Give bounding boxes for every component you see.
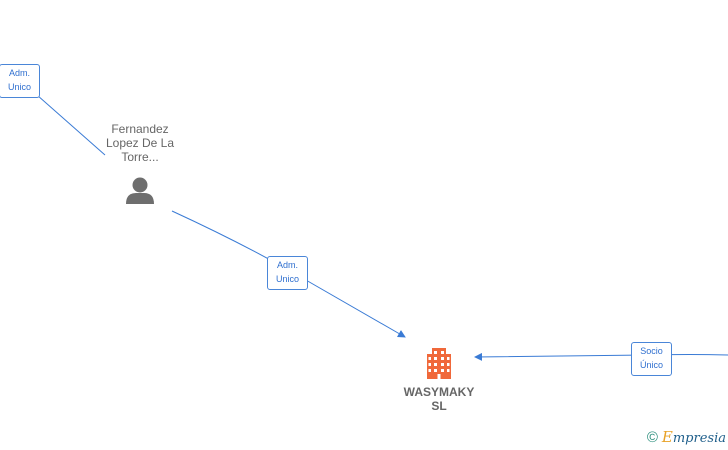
brand-logo: Empresia — [662, 429, 726, 447]
company-name[interactable]: WASYMAKY SL — [394, 385, 484, 413]
edge-label-person-company[interactable]: Adm. Unico — [267, 256, 308, 290]
brand-logo-rest: mpresia — [672, 431, 726, 446]
edge-label-right-company[interactable]: Socio Único — [631, 342, 672, 376]
person-icon[interactable] — [126, 177, 154, 205]
company-name-line: WASYMAKY — [403, 385, 475, 399]
edge-label-line: Unico — [275, 274, 299, 284]
edge-label-line: Único — [639, 360, 663, 370]
edge-label-line: Adm. — [8, 68, 30, 78]
edge-label-line: Adm. — [276, 260, 298, 270]
person-name[interactable]: Fernandez Lopez De La Torre... — [95, 122, 185, 164]
company-name-line: SL — [431, 399, 447, 413]
person-name-line: Lopez De La — [105, 136, 175, 150]
footer-branding: © Empresia — [647, 429, 726, 447]
edge-label-line: Socio — [640, 346, 663, 356]
building-icon[interactable] — [427, 348, 451, 379]
copyright-icon: © — [646, 429, 658, 446]
person-name-line: Fernandez — [111, 122, 169, 136]
edge-label-top-left[interactable]: Adm. Unico — [0, 64, 40, 98]
person-name-line: Torre... — [121, 150, 159, 164]
edge-label-line: Unico — [7, 82, 31, 92]
brand-logo-initial: E — [661, 428, 673, 446]
edge-right-company — [474, 352, 728, 361]
